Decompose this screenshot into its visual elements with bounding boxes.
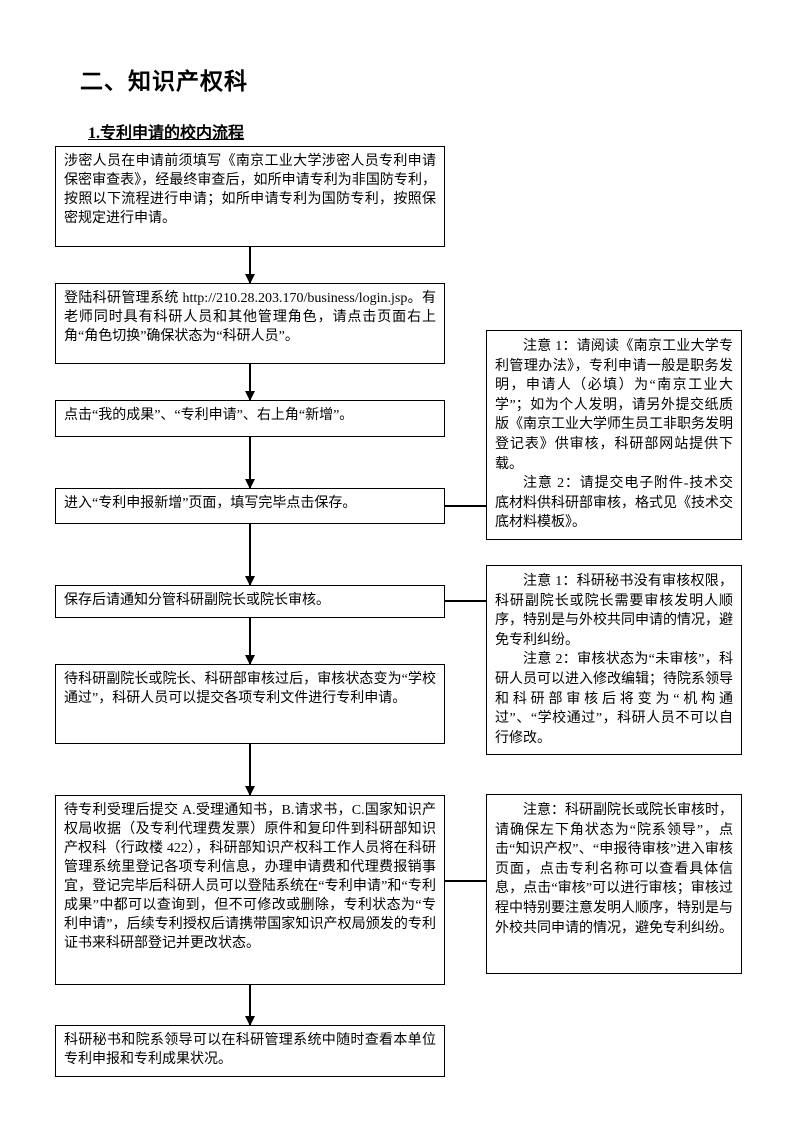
note-box-1: 注意 1：请阅读《南京工业大学专利管理办法》，专利申请一般是职务发明，申请人（必… (486, 330, 742, 540)
flow-step-5-text: 保存后请通知分管科研副院长或院长审核。 (64, 593, 330, 608)
note-1-paragraph-1: 注意 1：请阅读《南京工业大学专利管理办法》，专利申请一般是职务发明，申请人（必… (495, 339, 733, 472)
flow-step-2: 登陆科研管理系统 http://210.28.203.170/business/… (55, 283, 445, 364)
note-box-2: 注意 1：科研秘书没有审核权限，科研副院长或院长需要审核发明人顺序，特别是与外校… (486, 565, 742, 756)
note-box-3: 注意：科研副院长或院长审核时，请确保左下角状态为“院系领导”，点击“知识产权”、… (486, 794, 742, 974)
flow-step-7-text: 待专利受理后提交 A.受理通知书，B.请求书，C.国家知识产权局收据（及专利代理… (64, 803, 436, 952)
flow-step-5: 保存后请通知分管科研副院长或院长审核。 (55, 585, 445, 618)
note-3-paragraph-1: 注意：科研副院长或院长审核时，请确保左下角状态为“院系领导”，点击“知识产权”、… (495, 803, 733, 936)
subsection-title: 1.专利申请的校内流程 (88, 125, 245, 142)
flow-step-8-text: 科研秘书和院系领导可以在科研管理系统中随时查看本单位专利申报和专利成果状况。 (64, 1033, 436, 1068)
connector-line-step7-note3 (444, 880, 487, 882)
flow-step-3: 点击“我的成果”、“专利申请”、右上角“新增”。 (55, 400, 445, 437)
note-2-paragraph-1: 注意 1：科研秘书没有审核权限，科研副院长或院长需要审核发明人顺序，特别是与外校… (495, 574, 733, 648)
flow-step-8: 科研秘书和院系领导可以在科研管理系统中随时查看本单位专利申报和专利成果状况。 (55, 1025, 445, 1077)
note-2-paragraph-2: 注意 2：审核状态为“未审核”，科研人员可以进入修改编辑；待院系领导和科研部审核… (495, 652, 733, 746)
flow-arrow-down-6 (249, 744, 251, 795)
note-1-paragraph-2: 注意 2：请提交电子附件-技术交底材料供科研部审核，格式见《技术交底材料模板》。 (495, 476, 733, 531)
flow-step-1: 涉密人员在申请前须填写《南京工业大学涉密人员专利申请保密审查表》，经最终审查后，… (55, 146, 445, 247)
section-title: 二、知识产权科 (80, 69, 248, 94)
flow-arrow-down-5 (249, 618, 251, 664)
flow-step-1-text: 涉密人员在申请前须填写《南京工业大学涉密人员专利申请保密审查表》，经最终审查后，… (64, 154, 436, 227)
flow-step-6-text: 待科研副院长或院长、科研部审核过后，审核状态变为“学校通过”，科研人员可以提交各… (64, 672, 436, 707)
flow-arrow-down-1 (249, 247, 251, 283)
flow-arrow-down-2 (249, 364, 251, 400)
flow-step-6: 待科研副院长或院长、科研部审核过后，审核状态变为“学校通过”，科研人员可以提交各… (55, 664, 445, 744)
flow-arrow-down-4 (249, 524, 251, 585)
flow-arrow-down-3 (249, 437, 251, 488)
connector-line-step5-note2 (444, 600, 487, 602)
flow-step-3-text: 点击“我的成果”、“专利申请”、右上角“新增”。 (64, 408, 354, 423)
connector-line-step4-note1 (444, 505, 487, 507)
flow-step-4-text: 进入“专利申报新增”页面，填写完毕点击保存。 (64, 496, 357, 511)
flow-step-2-text: 登陆科研管理系统 http://210.28.203.170/business/… (64, 291, 436, 345)
flow-step-4: 进入“专利申报新增”页面，填写完毕点击保存。 (55, 488, 445, 524)
flow-step-7: 待专利受理后提交 A.受理通知书，B.请求书，C.国家知识产权局收据（及专利代理… (55, 795, 445, 985)
flow-arrow-down-7 (249, 985, 251, 1025)
